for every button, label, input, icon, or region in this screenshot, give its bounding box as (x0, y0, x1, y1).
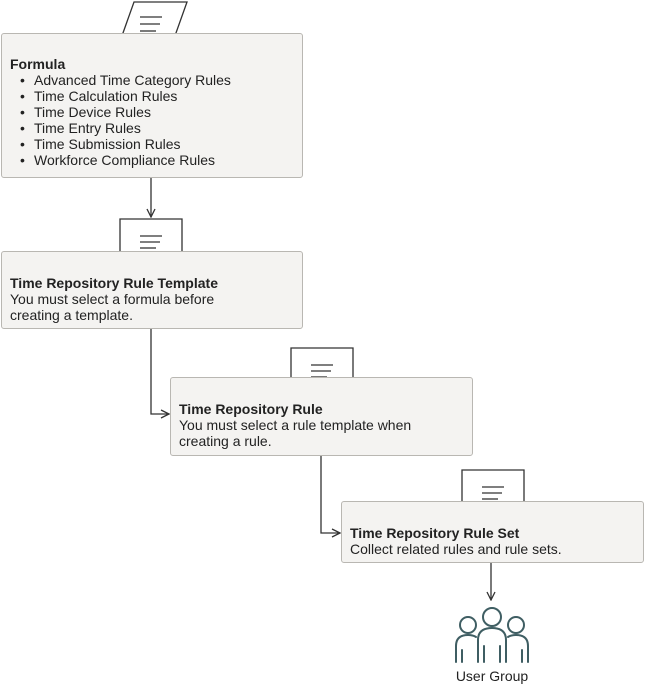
list-item: Time Entry Rules (20, 120, 294, 136)
template-box: Time Repository Rule Template You must s… (1, 251, 303, 329)
rule-title: Time Repository Rule (179, 401, 323, 417)
user-group-icon (455, 607, 529, 663)
list-item: Time Calculation Rules (20, 88, 294, 104)
list-item: Time Device Rules (20, 104, 294, 120)
list-item: Time Submission Rules (20, 136, 294, 152)
template-description: You must select a formula before creatin… (10, 291, 215, 323)
connector-rule-to-ruleset (320, 456, 340, 533)
connector-template-to-rule (150, 329, 169, 414)
rule-box: Time Repository Rule You must select a r… (170, 377, 473, 456)
template-title: Time Repository Rule Template (10, 275, 218, 291)
list-item: Advanced Time Category Rules (20, 72, 294, 88)
ruleset-box: Time Repository Rule Set Collect related… (341, 501, 644, 563)
user-group-label: User Group (455, 668, 529, 684)
list-item: Workforce Compliance Rules (20, 152, 294, 168)
formula-rule-list: Advanced Time Category Rules Time Calcul… (10, 72, 294, 168)
ruleset-description: Collect related rules and rule sets. (350, 541, 562, 557)
ruleset-title: Time Repository Rule Set (350, 525, 520, 541)
rule-description: You must select a rule template when cre… (179, 417, 412, 449)
formula-box: Formula Advanced Time Category Rules Tim… (1, 33, 303, 178)
formula-title: Formula (10, 56, 66, 72)
